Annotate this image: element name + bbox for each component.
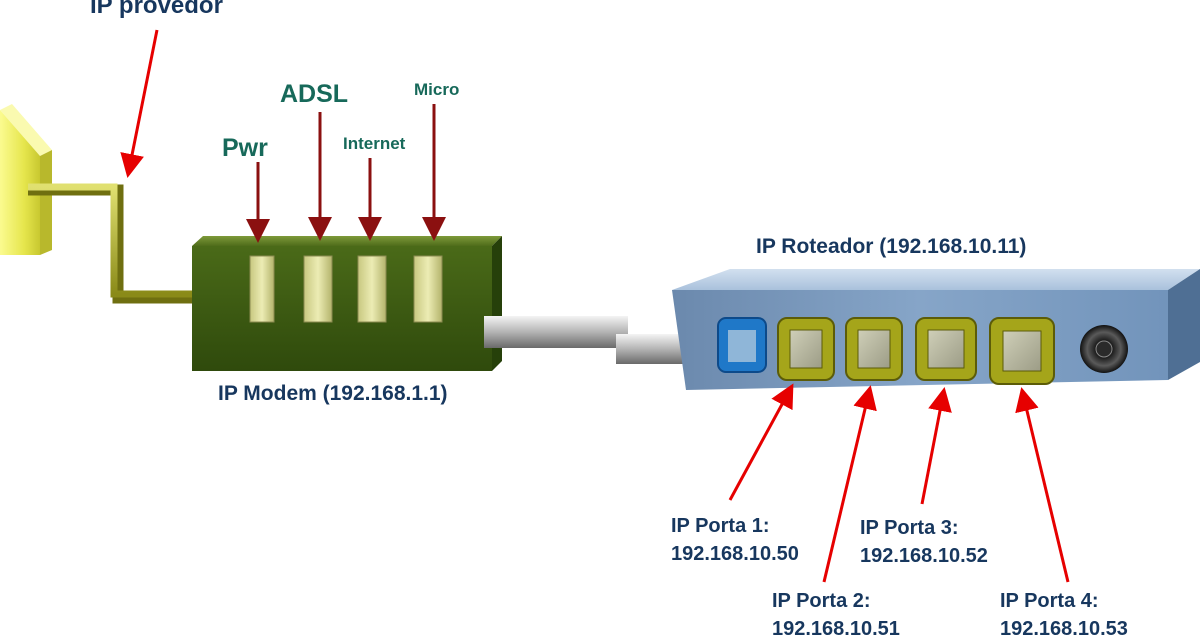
port-3-name: IP Porta 3: bbox=[860, 517, 959, 539]
arrow-isp bbox=[120, 29, 159, 178]
arrow-port-4 bbox=[1015, 387, 1070, 583]
port-3-ip: 192.168.10.52 bbox=[860, 545, 988, 567]
modem bbox=[192, 236, 502, 371]
arrow-port-2 bbox=[822, 385, 877, 583]
wall-outlet bbox=[0, 104, 52, 255]
lan-ports bbox=[777, 317, 1055, 385]
port-1-ip: 192.168.10.50 bbox=[671, 543, 799, 565]
internet-led bbox=[357, 255, 387, 323]
micro-label: Micro bbox=[414, 80, 460, 99]
micro-led bbox=[413, 255, 443, 323]
annotation-arrows bbox=[120, 29, 1070, 583]
port-4-ip: 192.168.10.53 bbox=[1000, 618, 1128, 640]
arrow-port-1 bbox=[728, 383, 794, 501]
port-2-ip: 192.168.10.51 bbox=[772, 618, 900, 640]
port-1-name: IP Porta 1: bbox=[671, 515, 770, 537]
phone-cable bbox=[28, 183, 196, 304]
isp-label: IP provedor bbox=[90, 0, 223, 19]
modem-label: IP Modem (192.168.1.1) bbox=[218, 382, 448, 405]
port-2-name: IP Porta 2: bbox=[772, 590, 871, 612]
port-3-label: IP Porta 3: 192.168.10.52 bbox=[860, 514, 988, 570]
port-2-label: IP Porta 2: 192.168.10.51 bbox=[772, 587, 900, 643]
arrow-port-3 bbox=[920, 387, 952, 505]
port-4-label: IP Porta 4: 192.168.10.53 bbox=[1000, 587, 1128, 643]
internet-label: Internet bbox=[343, 134, 406, 153]
port-1-label: IP Porta 1: 192.168.10.50 bbox=[671, 512, 799, 568]
pwr-label: Pwr bbox=[222, 134, 268, 162]
modem-leds bbox=[249, 255, 443, 323]
router-label: IP Roteador (192.168.10.11) bbox=[756, 235, 1027, 258]
network-diagram bbox=[0, 29, 1200, 583]
pwr-led bbox=[249, 255, 275, 323]
router bbox=[672, 269, 1200, 390]
adsl-label: ADSL bbox=[280, 80, 349, 108]
adsl-led bbox=[303, 255, 333, 323]
port-4-name: IP Porta 4: bbox=[1000, 590, 1099, 612]
